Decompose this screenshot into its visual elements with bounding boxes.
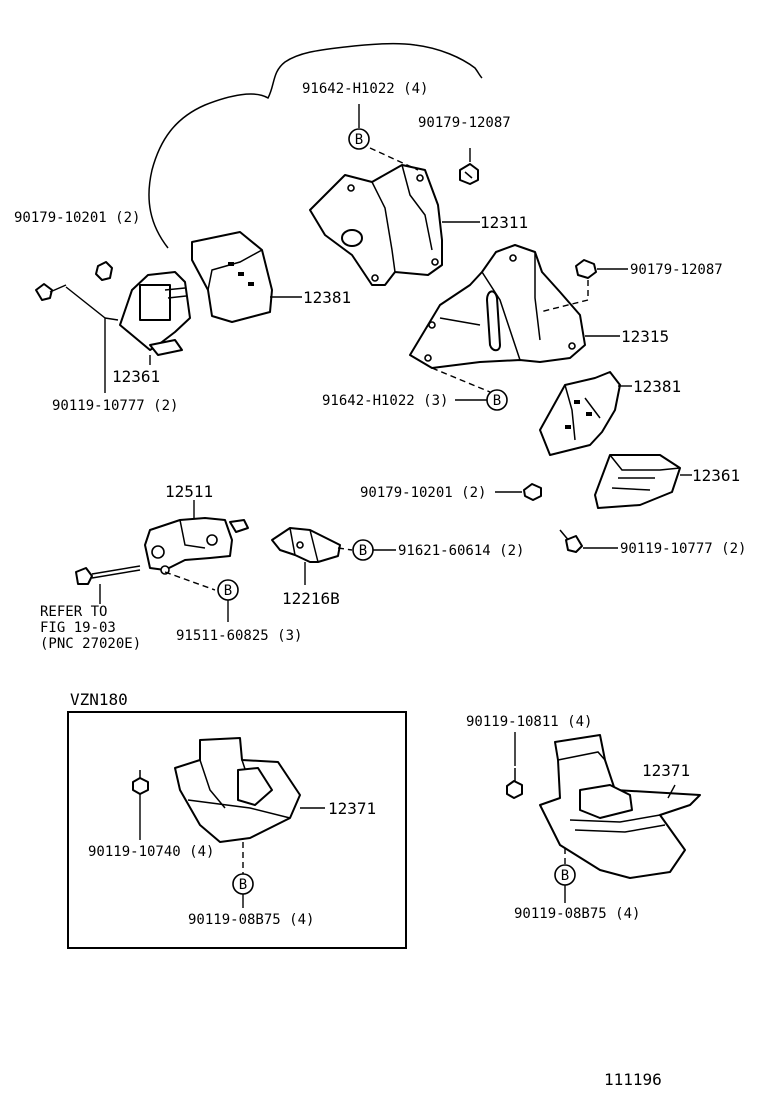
callout-91621-60614: 91621-60614 (2) [398,543,524,559]
bolt-90119-10811 [506,768,523,799]
mount-12361-right [594,454,681,509]
bolt-90119-10777-right [559,529,583,553]
ref-b-label: B [493,393,501,409]
callout-90119-10740: 90119-10740 (4) [88,844,214,860]
nut-90179-12087-right [575,259,597,279]
callout-91511-60825: 91511-60825 (3) [176,628,302,644]
nut-90179-10201-right [523,483,542,501]
ref-b-label: B [224,583,232,599]
callout-90119-10777-left: 90119-10777 (2) [52,398,178,414]
callout-90179-10201-right: 90179-10201 (2) [360,485,486,501]
callout-90119-10811: 90119-10811 (4) [466,714,592,730]
callout-12216b: 12216B [282,589,340,608]
figure-number: 111196 [604,1070,662,1089]
callout-90119-10777-right: 90119-10777 (2) [620,541,746,557]
insulator-12381-left [191,231,273,323]
callout-12381-right: 12381 [633,377,681,396]
bracket-12511 [144,517,249,575]
bolt-90119-10777-left [35,283,67,301]
callout-12511: 12511 [165,482,213,501]
callout-vzn180: VZN180 [70,690,128,709]
bolt-90119-10740 [132,770,149,795]
callout-91642-h1022-4: 91642-H1022 (4) [302,81,428,97]
callout-refer-line-2: FIG 19-03 [40,620,116,636]
ref-b-label: B [355,132,363,148]
callout-refer-line-3: (PNC 27020E) [40,636,141,652]
callout-12311: 12311 [480,213,528,232]
bracket-12315 [409,244,586,369]
callout-12371-right: 12371 [642,761,690,780]
bracket-12311 [309,164,443,286]
callout-90119-08b75-right: 90119-08B75 (4) [514,906,640,922]
callout-12371-box: 12371 [328,799,376,818]
callout-12361-right: 12361 [692,466,740,485]
vzn180-frame [67,711,407,949]
ref-circle-b-1 [348,128,370,150]
callout-refer-line-1: REFER TO [40,604,107,620]
bolt-refer-fig-19-03 [75,565,141,585]
callout-90119-08b75-box: 90119-08B75 (4) [188,912,314,928]
callout-91642-h1022-3: 91642-H1022 (3) [322,393,448,409]
mount-12371-right [539,734,701,879]
insulator-12381-right [539,371,621,456]
ref-b-label: B [561,868,569,884]
bracket-12216b [271,527,341,563]
engine-outline [148,42,483,249]
nut-90179-12087-top [459,163,479,185]
callout-90179-10201-left: 90179-10201 (2) [14,210,140,226]
nut-90179-10201-left [95,261,113,281]
callout-12361-left: 12361 [112,367,160,386]
ref-b-label: B [239,877,247,893]
callout-90179-12087-top: 90179-12087 [418,115,511,131]
mount-12371-vzn180 [174,737,301,843]
ref-b-label: B [359,543,367,559]
callout-12381-left: 12381 [303,288,351,307]
callout-90179-12087-right: 90179-12087 [630,262,723,278]
callout-12315: 12315 [621,327,669,346]
mount-12361-left [119,271,191,356]
